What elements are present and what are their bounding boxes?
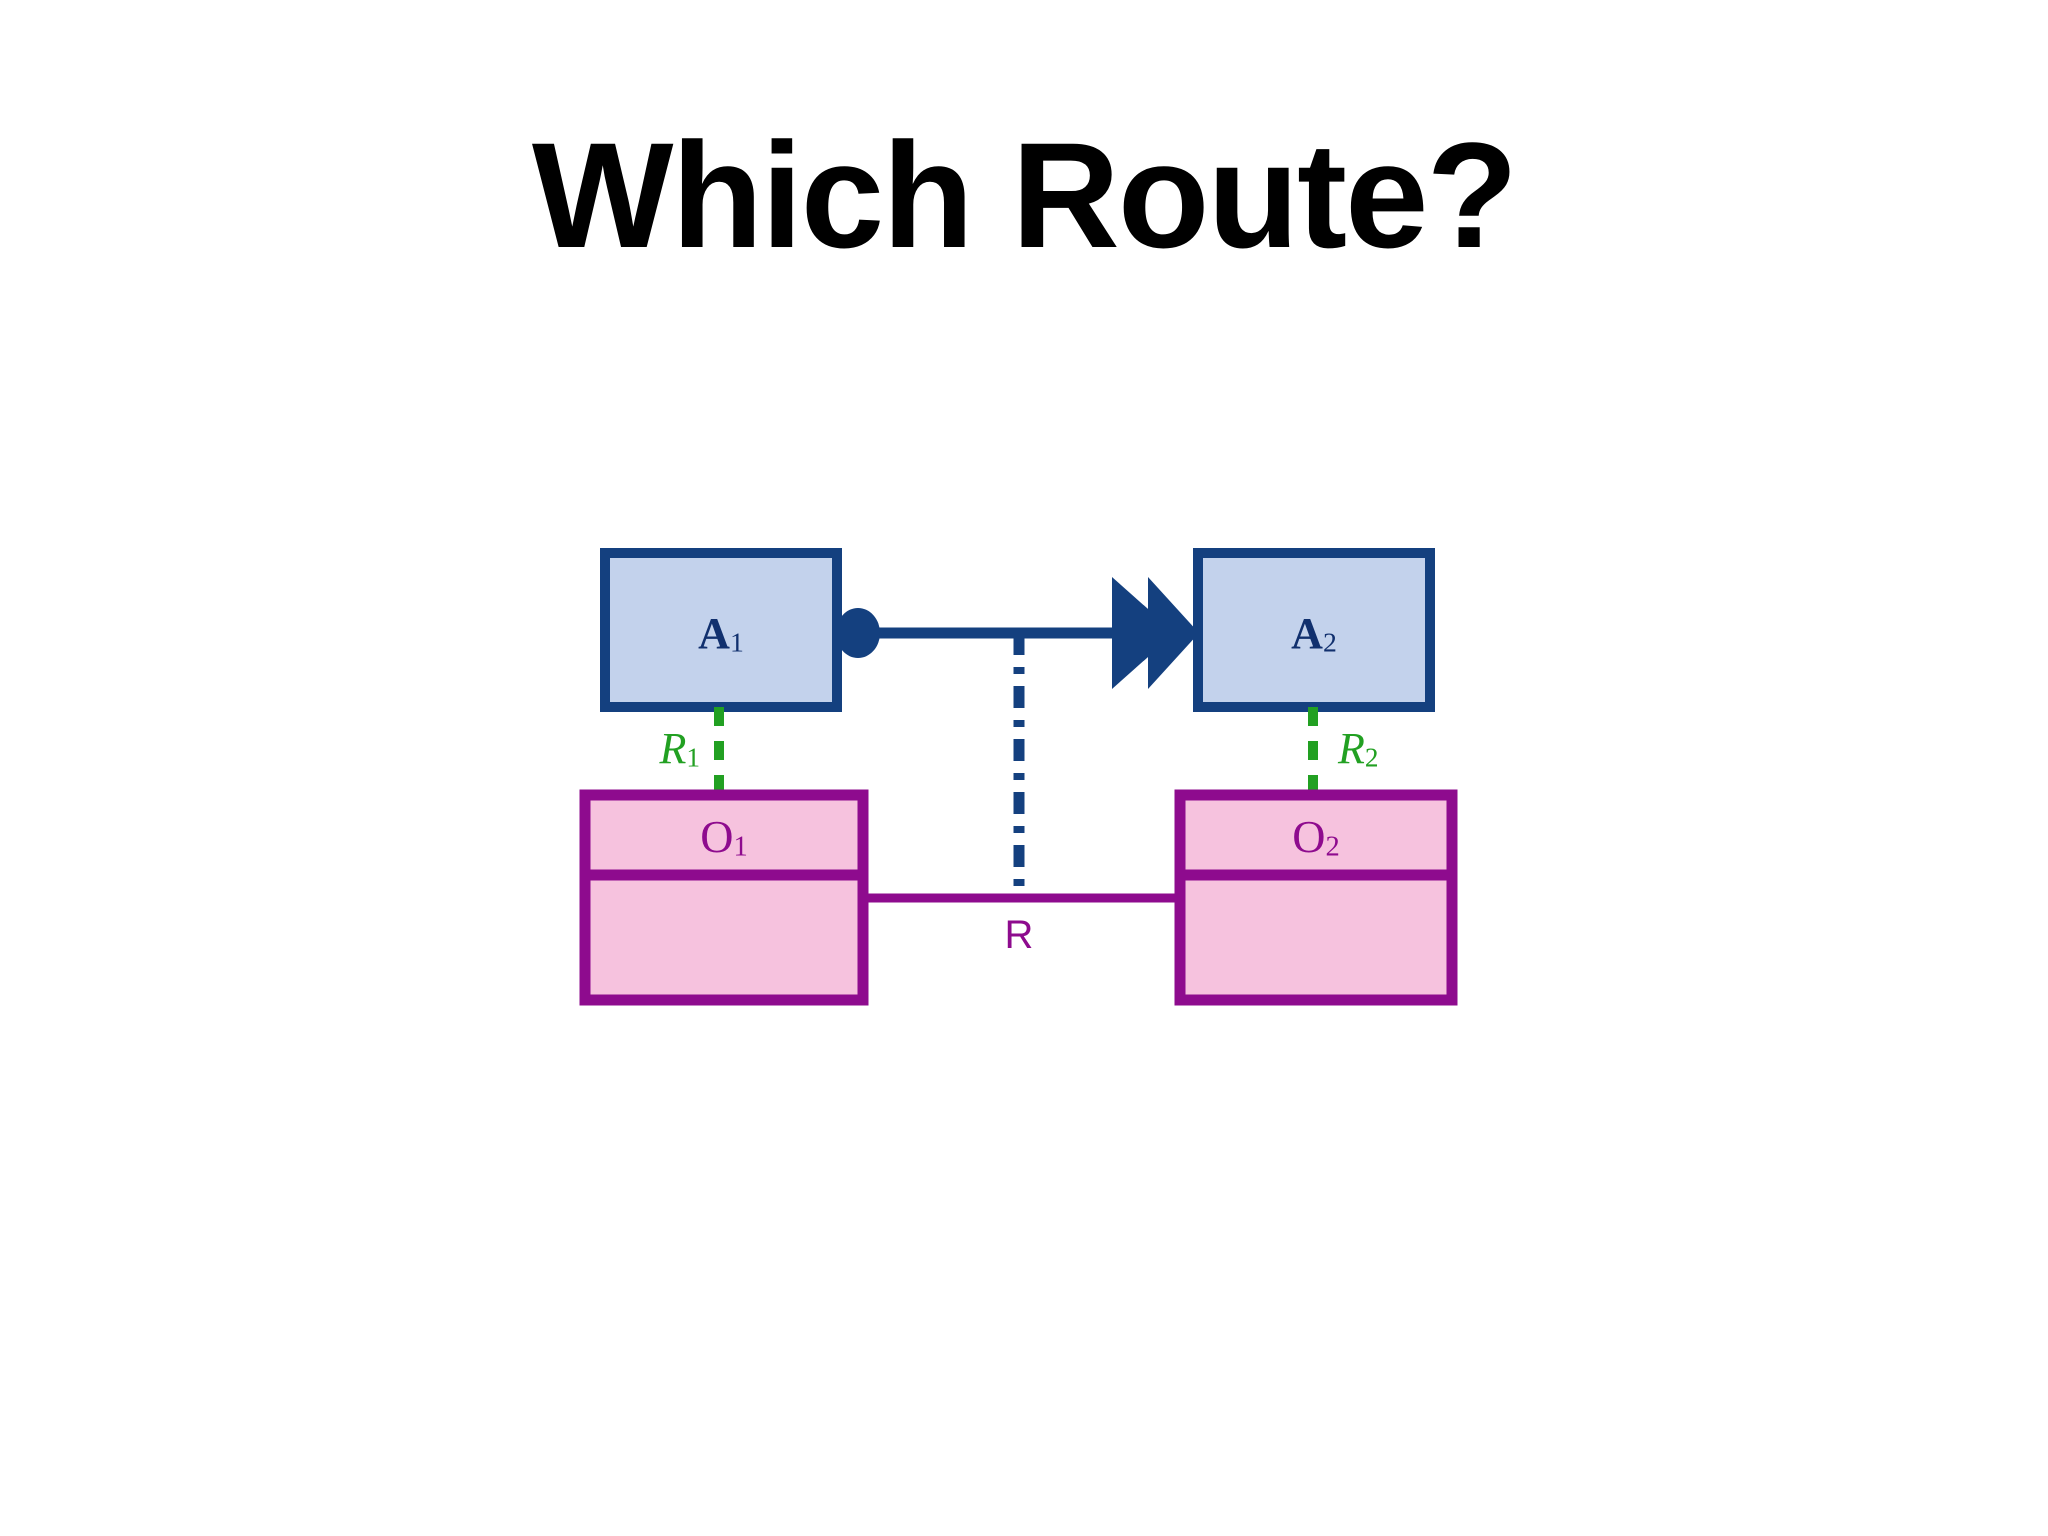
provided-interface-ball-icon: [836, 608, 880, 658]
arrowhead-inner-icon: [1148, 577, 1199, 689]
object-o1-box[interactable]: [579, 789, 869, 1006]
component-a2-box[interactable]: [1193, 548, 1435, 712]
object-o2[interactable]: [1174, 789, 1458, 1006]
object-o1[interactable]: [579, 789, 869, 1006]
page-title: Which Route?: [531, 111, 1518, 279]
component-a1-box[interactable]: [600, 548, 842, 712]
object-o2-box[interactable]: [1174, 789, 1458, 1006]
arrowhead-outer-icon: [1112, 577, 1175, 689]
component-a2[interactable]: [1193, 548, 1435, 712]
component-a1[interactable]: [600, 548, 842, 712]
